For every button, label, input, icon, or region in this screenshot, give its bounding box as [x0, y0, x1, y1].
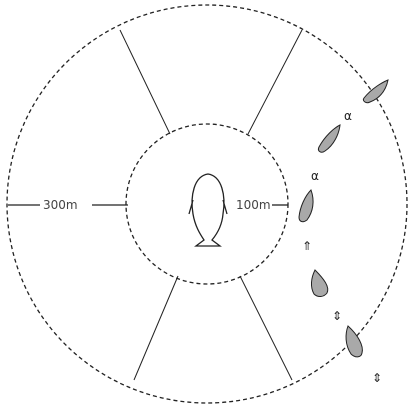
spoke-upper-left — [120, 30, 170, 134]
outer-ring-label: 300m — [43, 198, 78, 212]
marker-4: ⇕ — [332, 309, 342, 323]
spoke-lower-right — [240, 276, 292, 380]
marker-3: ⇑ — [302, 239, 312, 253]
spoke-lower-left — [134, 276, 178, 380]
marker-2: α — [311, 169, 319, 183]
boat-icon — [363, 80, 388, 103]
marker-5: ⇕ — [372, 371, 382, 385]
marker-1: α — [344, 109, 352, 123]
boat-icon — [346, 326, 362, 357]
inner-ring-label: 100m — [236, 198, 271, 212]
boat-icon — [299, 190, 313, 222]
whale-icon — [189, 174, 227, 246]
boat-icon — [311, 270, 327, 297]
boat-icon — [318, 125, 340, 152]
spoke-upper-right — [248, 30, 302, 134]
